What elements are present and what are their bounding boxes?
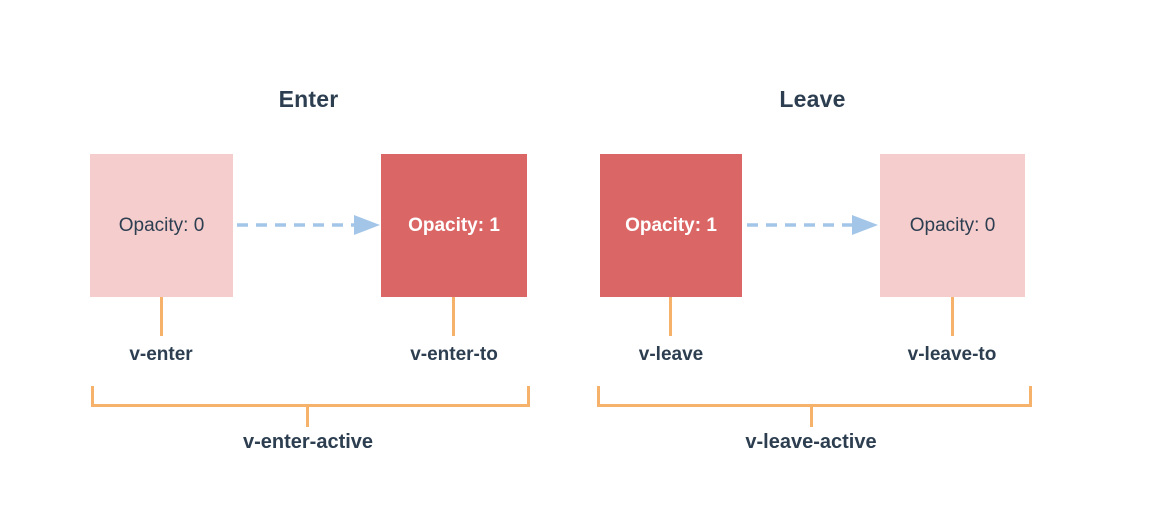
enter-active-class-label: v-enter-active <box>242 431 374 453</box>
leave-start-class-label: v-leave <box>638 344 704 365</box>
enter-start-connector-line <box>160 297 163 336</box>
leave-end-class-label: v-leave-to <box>907 344 997 365</box>
leave-dashed-arrow-icon <box>744 211 884 244</box>
leave-end-connector-line <box>951 297 954 336</box>
leave-start-connector-line <box>669 297 672 336</box>
enter-start-box-label: Opacity: 0 <box>118 214 205 236</box>
enter-end-class-label: v-enter-to <box>410 344 498 365</box>
enter-start-box: Opacity: 0 <box>90 154 233 297</box>
enter-end-box: Opacity: 1 <box>381 154 527 297</box>
enter-active-bracket-tick <box>306 407 309 427</box>
leave-section-title: Leave <box>779 86 846 112</box>
leave-end-box-label: Opacity: 0 <box>909 214 996 236</box>
leave-active-bracket <box>597 386 1032 407</box>
leave-start-box-label: Opacity: 1 <box>625 214 717 236</box>
leave-start-box: Opacity: 1 <box>600 154 742 297</box>
leave-active-class-label: v-leave-active <box>745 431 877 453</box>
enter-end-box-label: Opacity: 1 <box>408 214 500 236</box>
enter-active-bracket <box>91 386 530 407</box>
enter-section-title: Enter <box>278 86 339 112</box>
enter-start-class-label: v-enter <box>129 344 193 365</box>
enter-end-connector-line <box>452 297 455 336</box>
leave-active-bracket-tick <box>810 407 813 427</box>
leave-end-box: Opacity: 0 <box>880 154 1025 297</box>
enter-dashed-arrow-icon <box>234 211 384 244</box>
